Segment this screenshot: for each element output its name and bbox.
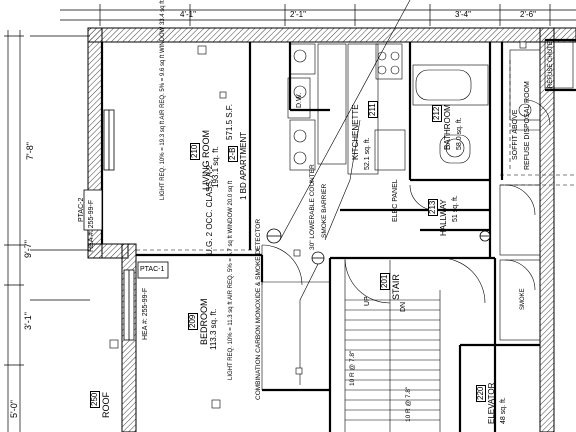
- counter-note: 30" LOWERABLE COUNTER: [309, 164, 316, 250]
- occupancy-class: U.G. 2 OCC. CLASS. A-2: [205, 164, 214, 255]
- dim-left-3: 3'-1": [23, 312, 33, 330]
- refuse-room-label: REFUSE DISPOSAL ROOM: [524, 81, 531, 170]
- dim-top-4: 2'-6": [520, 10, 536, 19]
- room-area-bedroom: 113.3 sq. ft.: [209, 308, 218, 350]
- room-name-bathroom: BATHROOM: [443, 104, 452, 150]
- room-tag-bathroom: 212: [432, 104, 442, 122]
- stair-dn-label: DN: [400, 301, 407, 312]
- room-name-elevator: ELEVATOR: [487, 382, 496, 424]
- smoke-barrier-note: SMOKE BARRIER: [321, 183, 328, 238]
- interior-walls: [100, 38, 576, 432]
- room-name-kitchenette: KITCHENETTE: [351, 104, 360, 160]
- hea-bedroom-label: HEA #: 255-99-F: [142, 287, 149, 340]
- small-markers: [109, 41, 527, 409]
- room-tag-kitchenette: 211: [368, 101, 378, 118]
- elec-panel-label: ELEC PANEL: [392, 179, 399, 222]
- room-area-bathroom: 58.0 sq. ft.: [456, 117, 463, 150]
- hea-living-label: HEA #: 255-99-F: [88, 199, 95, 252]
- refuse-chute-label: REFUSE CHUTE: [548, 41, 554, 88]
- fixtures: [293, 49, 532, 165]
- stair-smoke-tag: SMOKE: [520, 288, 526, 310]
- room-tag-living: 210: [190, 142, 200, 160]
- door-swings: [261, 99, 551, 304]
- room-area-elevator: 48 sq. ft.: [500, 397, 507, 424]
- windows: [103, 109, 135, 341]
- dim-top-3: 3'-4": [455, 10, 471, 19]
- dim-top-1: 4'-1": [180, 10, 196, 19]
- room-area-hallway: 51 sq. ft.: [452, 195, 459, 222]
- living-light-air-notes: LIGHT REQ. 10% = 19.3 sq ft AIR REQ. 5% …: [160, 0, 166, 200]
- room-tag-roof: 250: [90, 390, 100, 408]
- room-tag-elevator: 220: [476, 384, 486, 402]
- room-tag-hallway: 213: [428, 198, 438, 216]
- ptac-living-label: PTAC-2: [78, 197, 85, 222]
- leader-lines: [279, 0, 411, 301]
- room-area-kitchenette: 52.1 sq. ft.: [364, 137, 371, 170]
- detector-note: COMBINATION CARBON MONOXIDE & SMOKE DETE…: [255, 218, 262, 400]
- dim-top-2: 2'-1": [290, 10, 306, 19]
- room-tag-bedroom: 209: [188, 312, 198, 330]
- apartment-type: 1 BD APARTMENT: [239, 131, 248, 200]
- bedroom-light-air-notes: LIGHT REQ. 10% = 11.3 sq ft AIR REQ. 5% …: [228, 180, 234, 380]
- room-tag-stair: 201: [380, 272, 390, 290]
- dimension-lines: [4, 4, 576, 432]
- room-name-stair: STAIR: [391, 274, 401, 300]
- stair-riser-b: 10 R @ 7.8": [405, 386, 412, 422]
- room-name-bedroom: BEDROOM: [199, 298, 209, 345]
- apartment-area: 571.5 S.F.: [225, 103, 234, 140]
- soffit-label: SOFFIT ABOVE: [512, 109, 519, 160]
- ptac-units: [83, 189, 169, 279]
- dim-left-4: 5'-0": [9, 400, 19, 418]
- room-name-roof: ROOF: [101, 392, 111, 418]
- stair-riser-a: 10 R @ 7.8": [349, 350, 356, 386]
- stair-treads: [345, 290, 441, 432]
- room-name-hallway: HALLWAY: [439, 199, 448, 236]
- stair-up-label: UP: [364, 296, 371, 306]
- apartment-tag: 2-B: [228, 145, 238, 162]
- dim-left-1: 7'-8": [25, 142, 35, 160]
- dishwasher-label: D.W.: [296, 92, 303, 108]
- detector-symbols: [266, 228, 491, 265]
- dim-left-2: 9'-7": [23, 240, 33, 258]
- ptac-bedroom-label: PTAC-1: [140, 266, 165, 273]
- dashed-lines: [136, 60, 575, 251]
